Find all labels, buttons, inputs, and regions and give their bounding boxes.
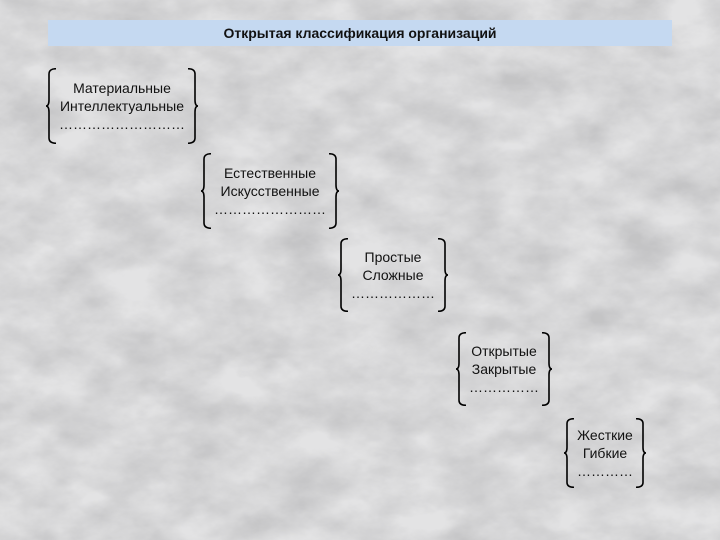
right-brace-icon <box>635 418 647 488</box>
left-brace-icon <box>45 68 57 144</box>
right-brace-icon <box>328 153 340 229</box>
group-item: Сложные <box>362 267 424 283</box>
group-item: Интеллектуальные <box>59 98 185 114</box>
classification-group-natural: Естественные Искусственные …………………… <box>200 153 340 229</box>
title-bar: Открытая классификация организаций <box>48 20 672 46</box>
group-item: Закрытые <box>471 361 537 377</box>
left-brace-icon <box>455 332 467 406</box>
classification-group-simple: Простые Сложные ……………… <box>337 238 449 312</box>
right-brace-icon <box>541 332 553 406</box>
right-brace-icon <box>187 68 199 144</box>
group-item: Открытые <box>471 343 537 359</box>
group-item: Искусственные <box>220 183 320 199</box>
left-brace-icon <box>200 153 212 229</box>
group-item-ellipsis: …………………… <box>214 201 326 217</box>
slide-title: Открытая классификация организаций <box>223 25 497 41</box>
group-item: Жесткие <box>577 427 633 443</box>
classification-group-rigid: Жесткие Гибкие ………… <box>563 418 647 488</box>
group-item-ellipsis: ……………… <box>351 285 435 301</box>
group-item-ellipsis: ……………………… <box>59 116 185 132</box>
group-item-ellipsis: ………… <box>577 463 633 479</box>
group-item-ellipsis: …………… <box>469 379 539 395</box>
left-brace-icon <box>563 418 575 488</box>
group-item: Естественные <box>223 165 316 181</box>
classification-group-open: Открытые Закрытые …………… <box>455 332 553 406</box>
group-item: Материальные <box>73 80 171 96</box>
classification-group-material: Материальные Интеллектуальные ……………………… <box>45 68 199 144</box>
left-brace-icon <box>337 238 349 312</box>
group-item: Гибкие <box>582 445 628 461</box>
group-item: Простые <box>364 249 422 265</box>
right-brace-icon <box>437 238 449 312</box>
